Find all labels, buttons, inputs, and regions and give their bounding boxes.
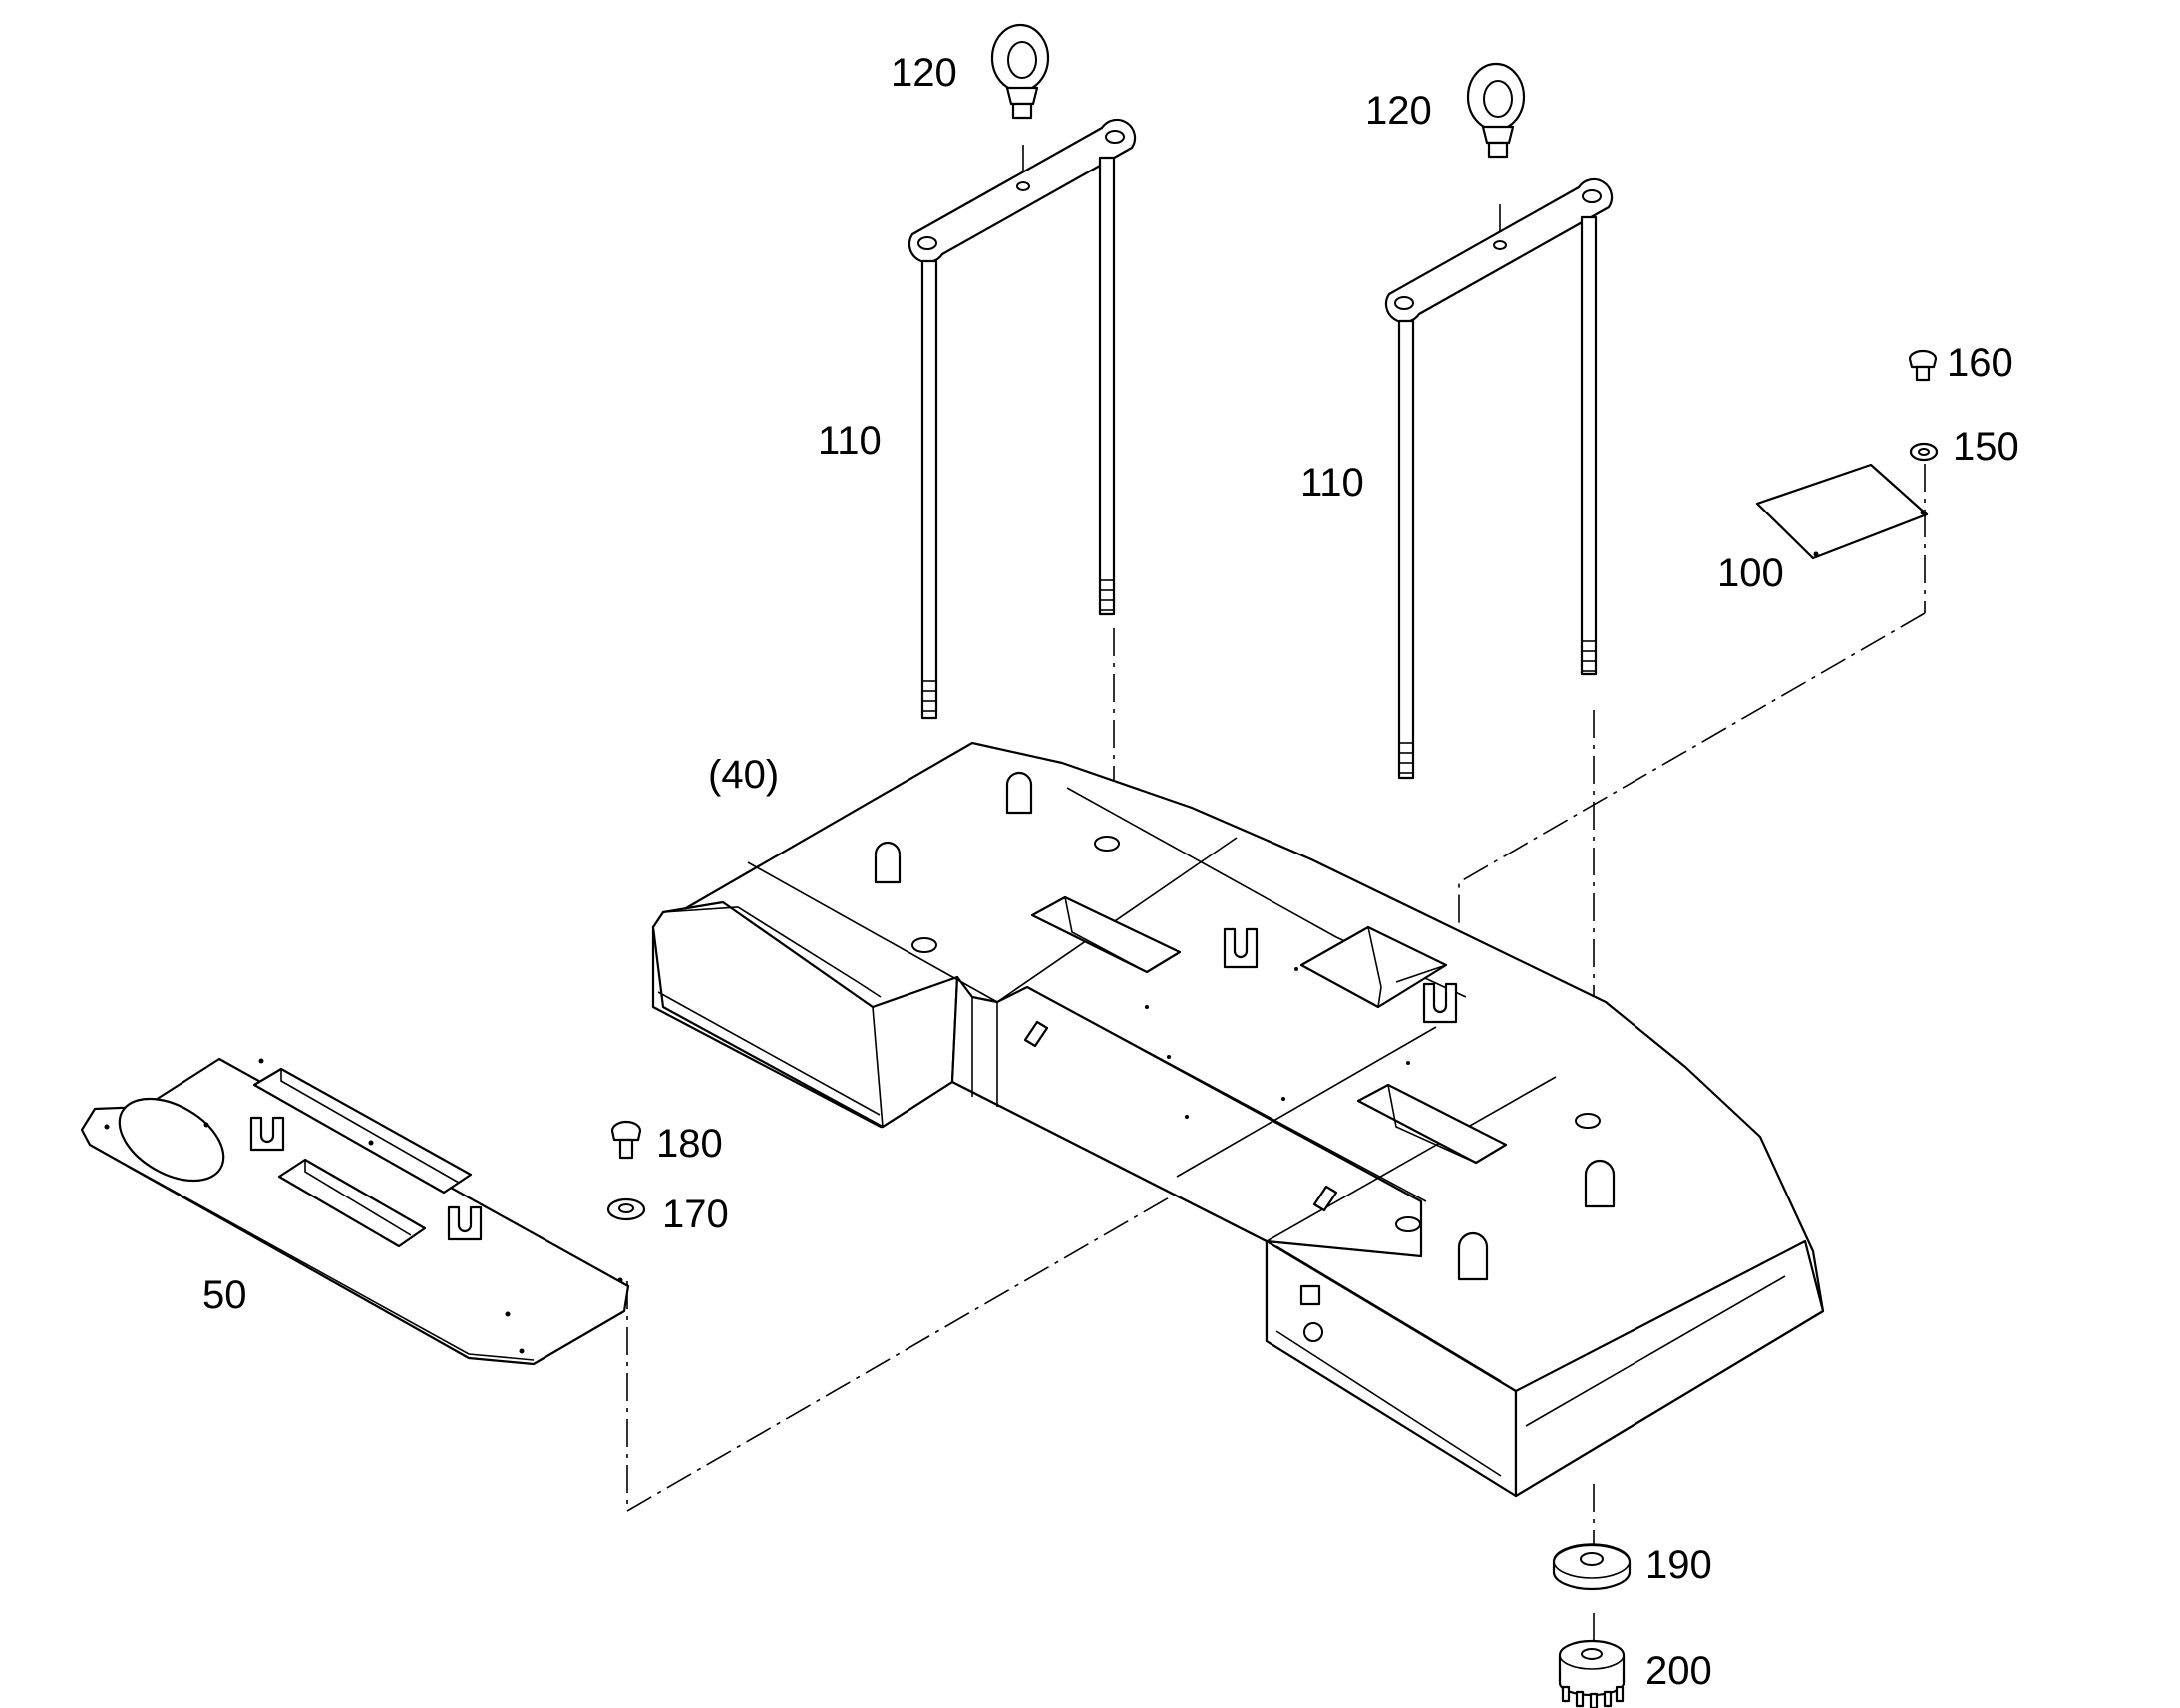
rod-frame-left-110 bbox=[908, 118, 1137, 720]
eyebolt-right-120 bbox=[1466, 62, 1526, 159]
screw-180 bbox=[610, 1120, 642, 1160]
callout-base-frame: (40) bbox=[708, 753, 779, 797]
callout-washer-mid: 170 bbox=[662, 1193, 729, 1236]
callout-labels: 120 120 110 110 (40) 160 150 100 180 170… bbox=[202, 51, 2019, 1693]
callout-washer-top: 150 bbox=[1953, 425, 2019, 469]
callout-floor-plate: 50 bbox=[202, 1273, 247, 1317]
floor-plate-50 bbox=[80, 1057, 630, 1366]
washer-190 bbox=[1552, 1543, 1632, 1591]
callout-screw-mid: 180 bbox=[656, 1122, 723, 1166]
callout-rod-frame-left: 110 bbox=[818, 419, 882, 463]
callout-cover-plate: 100 bbox=[1717, 551, 1784, 595]
callout-screw-top: 160 bbox=[1947, 341, 2013, 385]
rod-frame-right-110 bbox=[1384, 177, 1614, 780]
callout-rod-frame-right: 110 bbox=[1300, 461, 1364, 505]
cover-plate-100 bbox=[1755, 463, 1929, 560]
callout-eyebolt-right: 120 bbox=[1365, 89, 1432, 133]
washer-150 bbox=[1909, 442, 1939, 462]
screw-160 bbox=[1908, 349, 1938, 382]
foot-200 bbox=[1558, 1639, 1626, 1708]
callout-foot-bottom: 200 bbox=[1645, 1649, 1712, 1693]
eyebolt-left-120 bbox=[990, 23, 1050, 120]
washer-170 bbox=[606, 1197, 646, 1221]
callout-eyebolt-left: 120 bbox=[891, 51, 957, 95]
base-frame-40 bbox=[651, 741, 1825, 1498]
callout-washer-bottom: 190 bbox=[1645, 1543, 1712, 1587]
